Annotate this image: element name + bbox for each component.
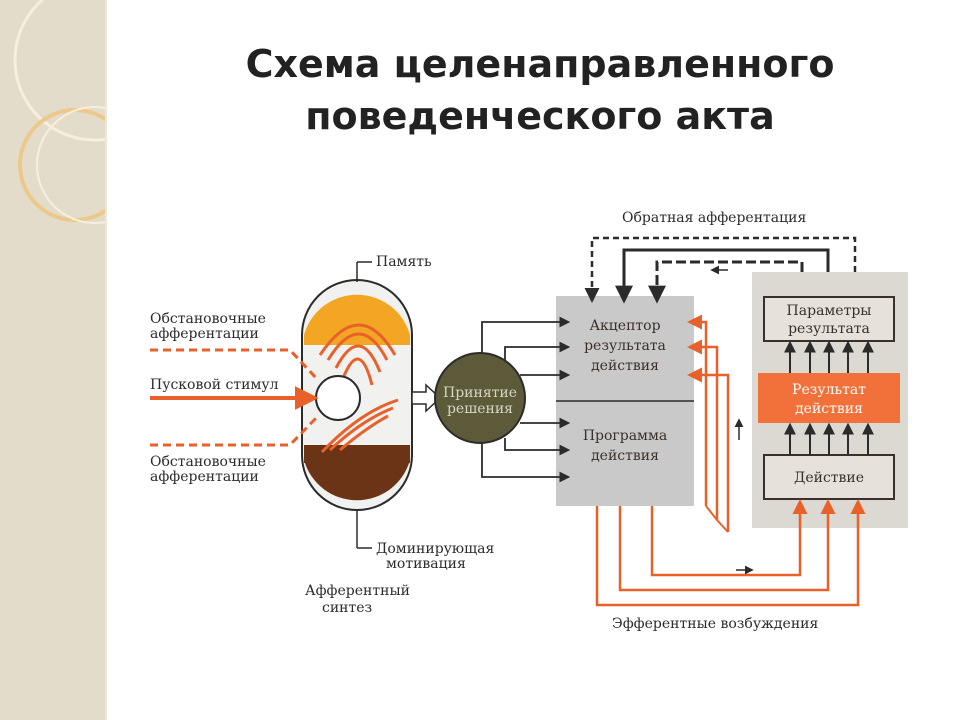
decorative-side-panel: [0, 0, 107, 720]
result-of-action-label-a: Результат: [792, 382, 866, 398]
efferent-loops: [595, 314, 866, 607]
action-label: Действие: [794, 470, 864, 486]
result-params-label-b: результата: [788, 321, 870, 337]
feedback-lines: [584, 236, 857, 304]
situational-afferents-label-1a: Обстановочные: [150, 311, 266, 327]
situational-afferents-label-2a: Обстановочные: [150, 454, 266, 470]
memory-label: Память: [376, 254, 432, 270]
result-params-label-a: Параметры: [787, 303, 872, 319]
decorative-circles: [13, 0, 105, 224]
program-label-b: действия: [591, 448, 659, 464]
result-of-action-box: [758, 373, 900, 423]
dominant-motivation-label-b: мотивация: [386, 556, 466, 572]
afferent-synthesis-capsule: [301, 279, 413, 511]
decision-circle: [434, 352, 526, 444]
synthesis-to-decision-arrow: [411, 383, 442, 413]
result-of-action-label-b: действия: [795, 401, 863, 417]
title-line-1: Схема целенаправленного: [245, 42, 835, 86]
situational-afferents-arrow-1: [150, 348, 320, 382]
afferent-synthesis-label-a: Афферентный: [305, 583, 410, 599]
efferent-label: Эфферентные возбуждения: [612, 616, 819, 632]
afferent-synthesis-label-b: синтез: [322, 600, 372, 616]
acceptor-label-a: Акцептор: [589, 318, 660, 334]
situational-afferents-label-1b: афферентации: [150, 326, 259, 342]
acceptor-label-b: результата: [584, 338, 666, 354]
trigger-stimulus-label: Пусковой стимул: [150, 377, 279, 393]
program-label-a: Программа: [583, 428, 667, 444]
decision-label-b: решения: [447, 401, 513, 417]
decision-label-a: Принятие: [443, 385, 517, 401]
decision-to-program-arrows: [481, 417, 571, 483]
decision-to-acceptor-arrows: [481, 316, 571, 381]
action-to-result-arrows: [784, 422, 874, 455]
acceptor-label-c: действия: [591, 358, 659, 374]
feedback-label: Обратная афферентация: [622, 210, 806, 226]
slide-title: Схема целенаправленного поведенческого а…: [140, 38, 940, 142]
result-to-params-arrows: [784, 340, 874, 373]
situational-afferents-arrow-2: [150, 414, 320, 447]
synthesis-center-circle: [315, 375, 361, 421]
dominant-motivation-label-a: Доминирующая: [376, 541, 494, 557]
situational-afferents-label-2b: афферентации: [150, 469, 259, 485]
title-line-2: поведенческого акта: [305, 94, 775, 138]
